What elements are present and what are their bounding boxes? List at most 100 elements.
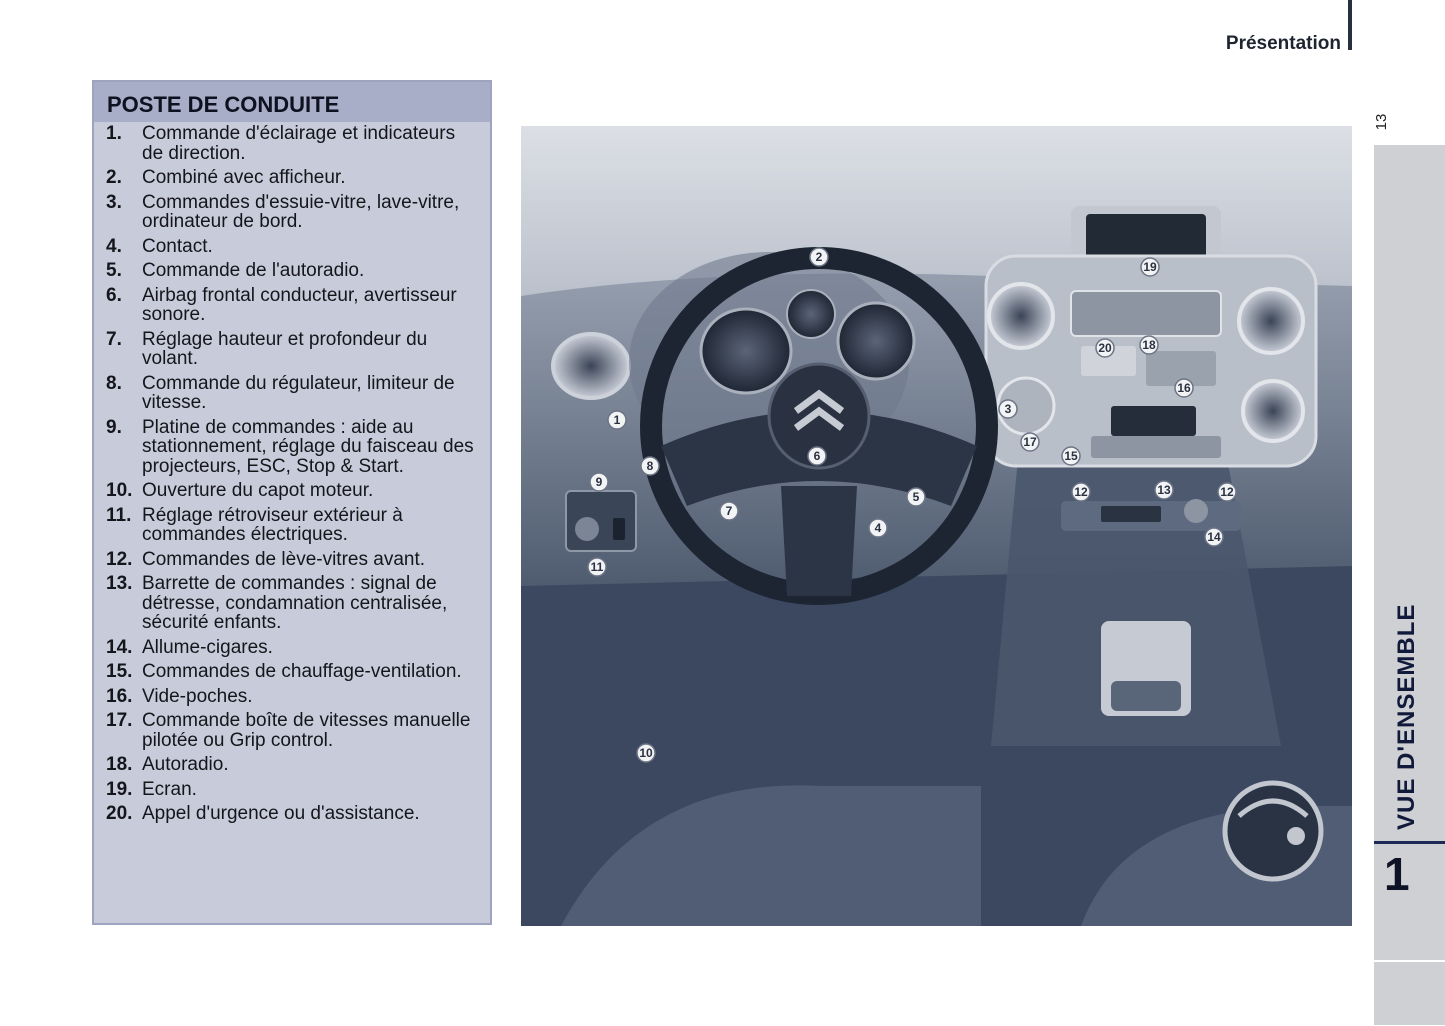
legend-item-text: Ouverture du capot moteur. — [142, 480, 374, 501]
callout-marker: 8 — [640, 456, 660, 476]
callout-marker: 19 — [1140, 257, 1160, 277]
legend-item-text: Commande de l'autoradio. — [142, 260, 365, 281]
legend-item-text: Appel d'urgence ou d'assistance. — [142, 803, 420, 824]
chapter-number: 1 — [1384, 848, 1410, 900]
legend-item-text: Commandes de chauffage-ventilation. — [142, 661, 462, 682]
callout-marker: 5 — [906, 487, 926, 507]
legend-item-number: 18. — [106, 754, 133, 775]
legend-item-number: 13. — [106, 573, 133, 594]
callout-circle — [1217, 482, 1237, 502]
callout-marker: 13 — [1154, 480, 1174, 500]
legend-item-number: 11. — [106, 504, 132, 526]
callout-circle — [1139, 335, 1159, 355]
legend-item-text: Commandes d'essuie-vitre, lave-vitre, or… — [142, 191, 460, 232]
callout-circle — [868, 518, 888, 538]
legend-item-number: 15. — [106, 661, 133, 682]
chapter-tab — [1374, 145, 1445, 1025]
callout-marker: 6 — [807, 446, 827, 466]
callout-circle — [1154, 480, 1174, 500]
callout-marker: 2 — [809, 247, 829, 267]
callout-number: 15 — [1064, 449, 1078, 463]
legend-item-number: 5. — [106, 260, 122, 281]
legend-item: 1. Commande d'éclairage et indicateurs de… — [106, 124, 480, 163]
callout-number: 14 — [1207, 530, 1221, 544]
callout-circle — [1071, 482, 1091, 502]
legend-item: 6. Airbag frontal conducteur, avertisseur… — [106, 284, 480, 325]
callout-circle — [1204, 527, 1224, 547]
legend-item-text: Réglage rétroviseur extérieur à commande… — [142, 504, 403, 545]
callout-number: 17 — [1023, 435, 1037, 449]
callout-number: 5 — [913, 490, 920, 504]
legend-item-number: 14. — [106, 636, 133, 658]
callout-marker: 18 — [1139, 335, 1159, 355]
callout-number: 4 — [875, 521, 882, 535]
legend-item-number: 6. — [106, 284, 122, 306]
callout-number: 2 — [816, 250, 823, 264]
callout-number: 12 — [1220, 485, 1234, 499]
legend-item-number: 1. — [106, 123, 122, 144]
legend-item-number: 20. — [106, 803, 133, 824]
callout-circle — [587, 557, 607, 577]
legend-item-number: 17. — [106, 710, 133, 731]
legend-item-text: Allume-cigares. — [142, 636, 273, 658]
legend-item-text: Contact. — [142, 235, 213, 257]
callout-number: 8 — [647, 459, 654, 473]
section-title: Présentation — [1225, 33, 1341, 54]
legend-item-text: Ecran. — [142, 778, 197, 800]
callout-marker: 16 — [1174, 378, 1194, 398]
callout-number: 1 — [614, 413, 621, 427]
legend-item-text: Autoradio. — [142, 754, 229, 775]
legend-item-text: Commande du régulateur, limiteur de vite… — [142, 372, 455, 413]
legend-item: 19. Ecran. — [106, 778, 480, 800]
callout-circle — [809, 247, 829, 267]
legend-item-number: 4. — [106, 235, 122, 257]
callout-number: 9 — [596, 475, 603, 489]
callout-marker: 12 — [1071, 482, 1091, 502]
header-bar — [1348, 0, 1352, 50]
callout-circle — [636, 743, 656, 763]
callout-number: 3 — [1005, 402, 1012, 416]
callout-circle — [719, 501, 739, 521]
callout-circle — [1020, 432, 1040, 452]
callout-number: 19 — [1143, 260, 1157, 274]
legend-item: 4. Contact. — [106, 235, 480, 257]
callout-number: 6 — [814, 449, 821, 463]
legend-item-text: Commande d'éclairage et indicateurs de d… — [142, 123, 456, 164]
callout-circle — [998, 399, 1018, 419]
legend-item-number: 19. — [106, 778, 133, 800]
legend-item: 3.Commandes d'essuie-vitre, lave-vitre, … — [106, 191, 480, 232]
legend-item-number: 12. — [106, 548, 133, 570]
callout-circle — [807, 446, 827, 466]
callout-number: 7 — [726, 504, 733, 518]
callout-number: 13 — [1157, 483, 1171, 497]
callout-circle — [607, 410, 627, 430]
callout-number: 12 — [1074, 485, 1088, 499]
legend-item: 9.Platine de commandes : aide au station… — [106, 417, 480, 477]
callout-circle — [1174, 378, 1194, 398]
callout-marker: 12 — [1217, 482, 1237, 502]
legend-item-number: 16. — [106, 685, 133, 707]
callout-circle — [589, 472, 609, 492]
legend-item-text: Airbag frontal conducteur, avertisseur s… — [142, 284, 457, 325]
callout-number: 16 — [1177, 381, 1191, 395]
legend-item: 12. Commandes de lève-vitres avant. — [106, 548, 480, 570]
legend-item-text: Combiné avec afficheur. — [142, 167, 346, 188]
legend-item: 5. Commande de l'autoradio. — [106, 261, 480, 281]
callout-marker: 3 — [998, 399, 1018, 419]
callout-marker: 4 — [868, 518, 888, 538]
callout-marker: 9 — [589, 472, 609, 492]
chapter-tab-label: VUE D'ENSEMBLE — [1393, 603, 1420, 830]
legend-item: 17.Commande boîte de vitesses manuelle p… — [106, 711, 480, 750]
legend-item: 18. Autoradio. — [106, 755, 480, 775]
legend-item: 8.Commande du régulateur, limiteur de vi… — [106, 372, 480, 413]
callout-marker: 10 — [636, 743, 656, 763]
legend-item: 7.Réglage hauteur et profondeur du volan… — [106, 329, 480, 369]
callout-marker: 11 — [587, 557, 607, 577]
callout-marker: 17 — [1020, 432, 1040, 452]
legend-item-text: Barrette de commandes : signal de détres… — [142, 573, 448, 633]
callout-marker: 14 — [1204, 527, 1224, 547]
legend-item: 2. Combiné avec afficheur. — [106, 168, 480, 188]
legend-item-text: Commandes de lève-vitres avant. — [142, 548, 426, 570]
legend-item-number: 2. — [106, 167, 122, 188]
